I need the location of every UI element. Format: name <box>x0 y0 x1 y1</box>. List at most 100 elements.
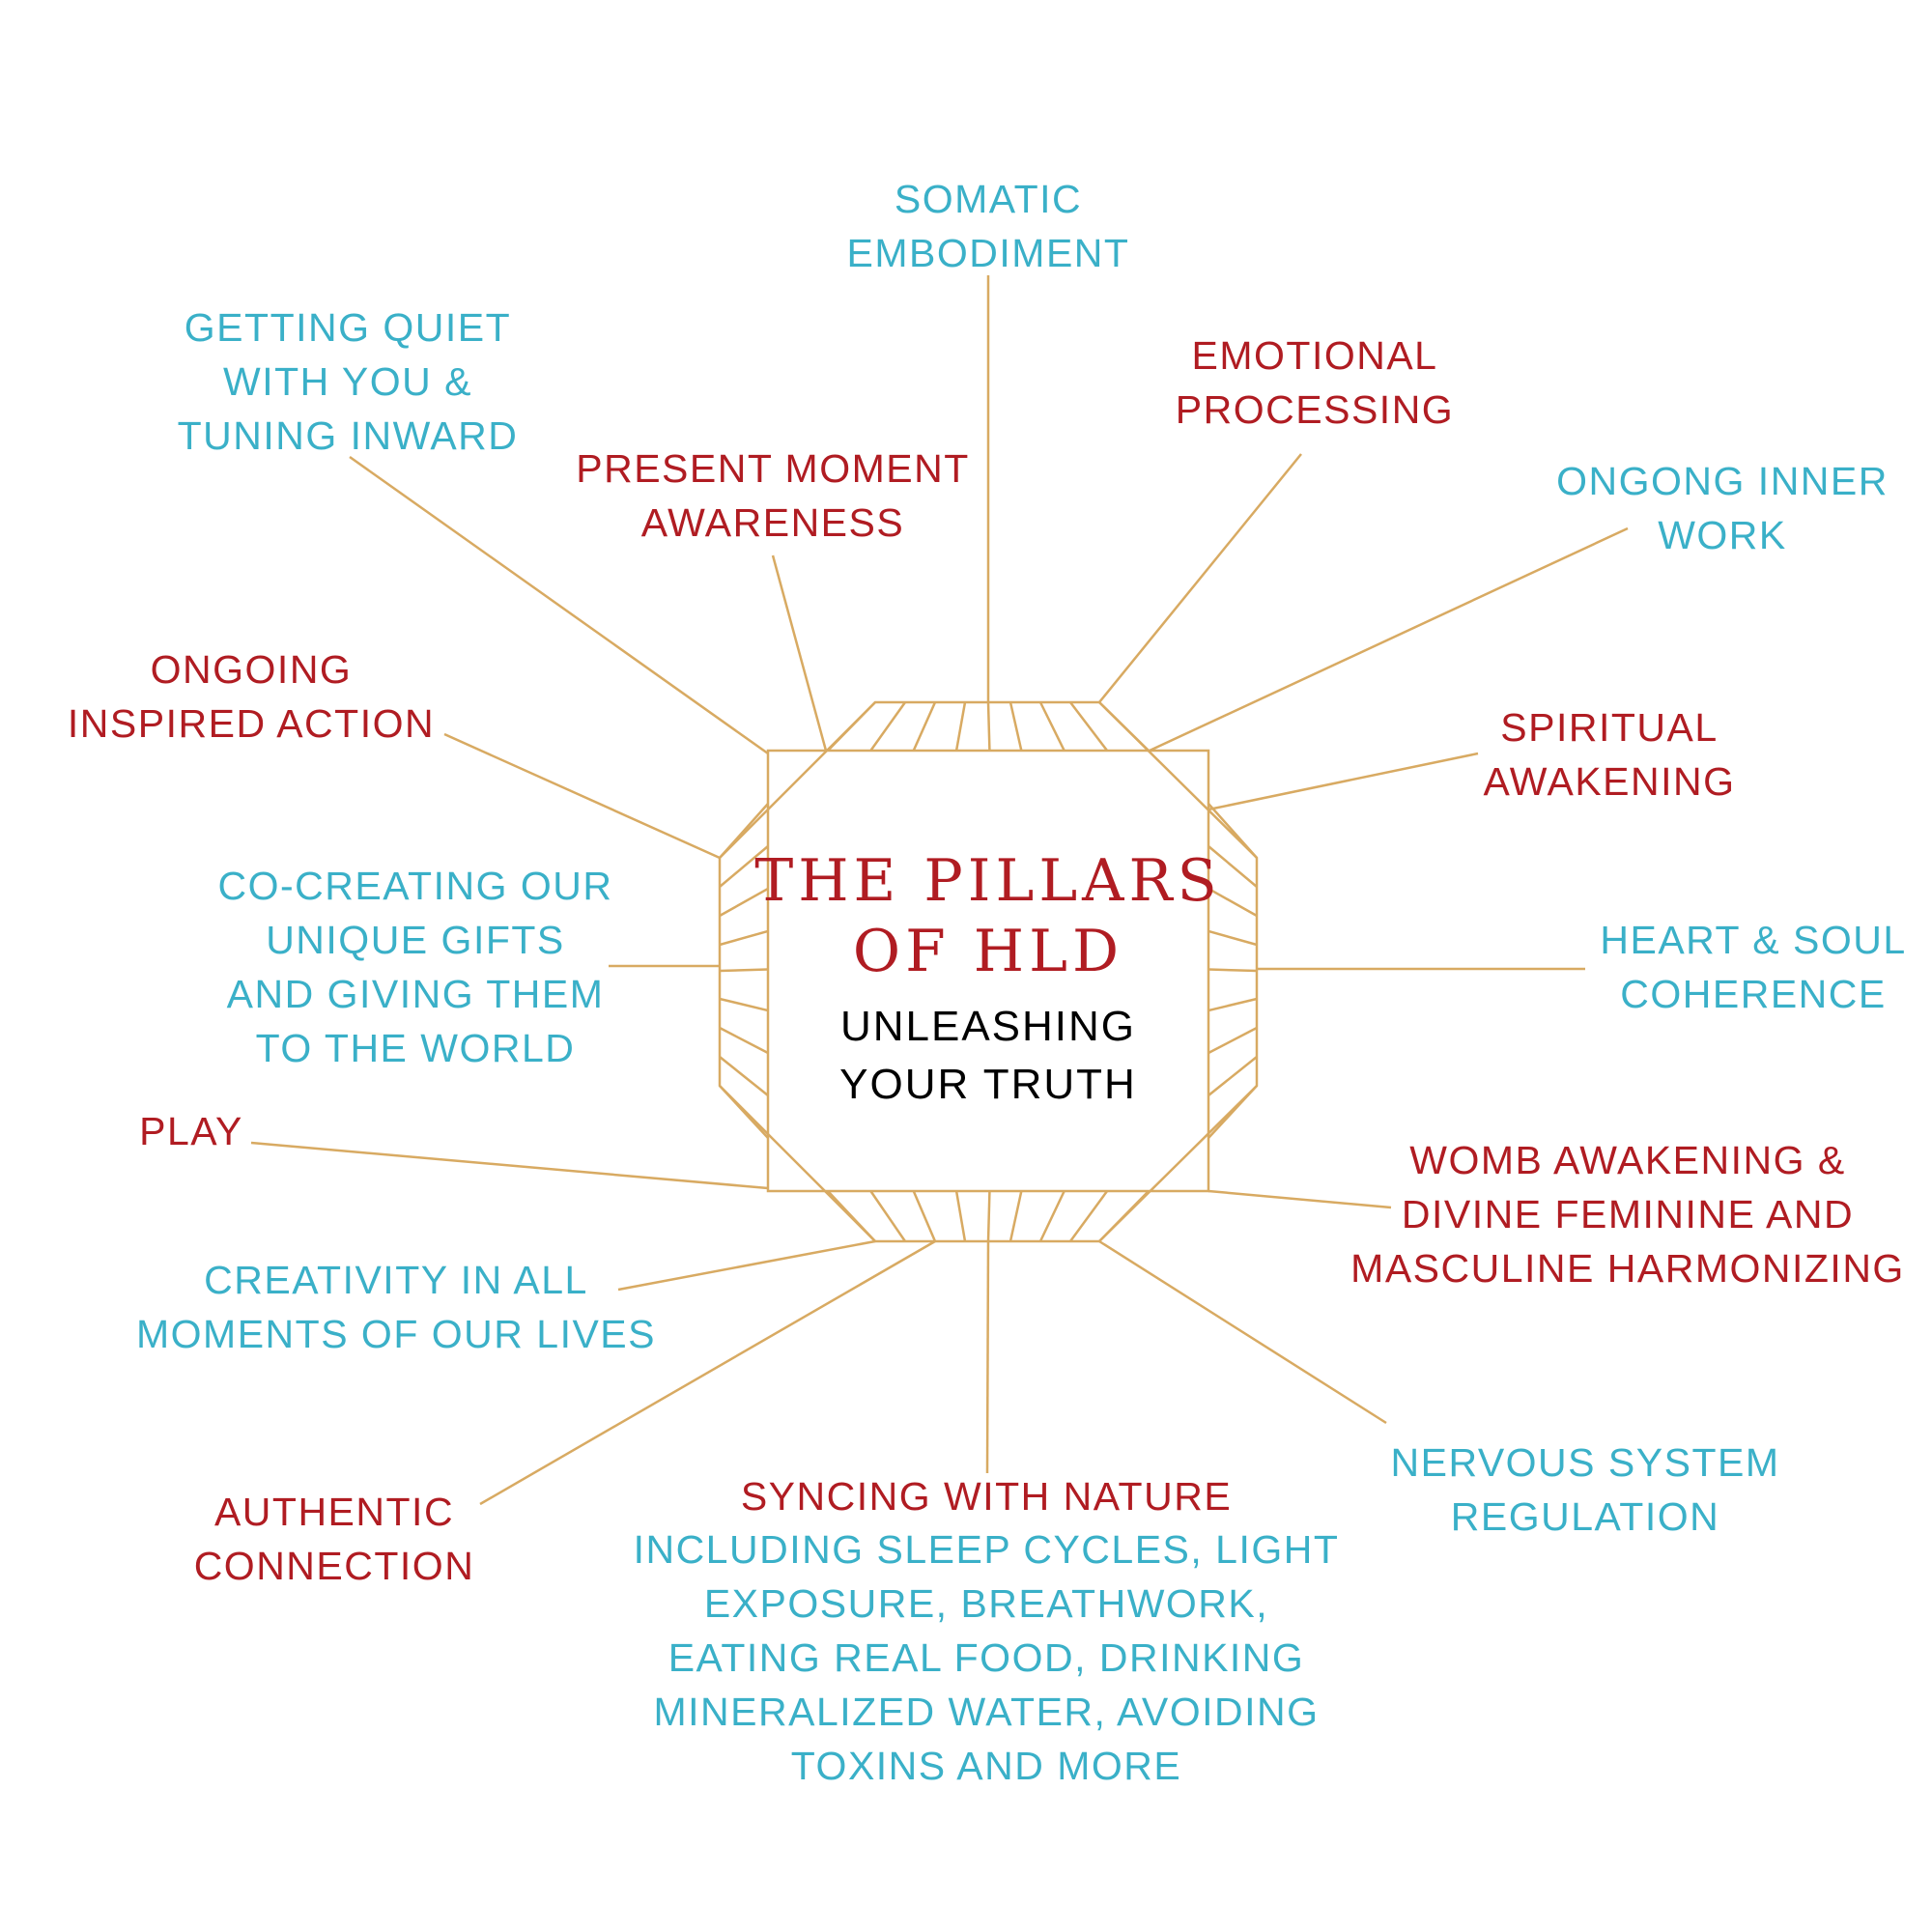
left-ray-3 <box>719 929 769 947</box>
right-ray-8 <box>1208 1085 1258 1139</box>
pillar-label-line: MOMENTS OF OUR LIVES <box>136 1312 656 1356</box>
pillar-label-line: HEART & SOUL <box>1600 918 1907 962</box>
pillar-label-emotional-processing: EMOTIONAL PROCESSING <box>1176 328 1454 437</box>
pillar-label-line: REGULATION <box>1450 1494 1720 1539</box>
top-ray-6 <box>1038 701 1065 752</box>
pillar-label-somatic-embodiment: SOMATIC EMBODIMENT <box>847 172 1130 280</box>
right-ray-3 <box>1208 929 1258 947</box>
pillar-label-line: UNIQUE GIFTS <box>266 918 565 962</box>
pillar-label-ongoing-inner-work: ONGONG INNER WORK <box>1556 454 1889 562</box>
pillar-label-getting-quiet: GETTING QUIET WITH YOU & TUNING INWARD <box>178 300 519 463</box>
pillar-label-line: WORK <box>1658 513 1787 557</box>
bottom-ray-3 <box>954 1190 967 1242</box>
pillar-label-line: EMBODIMENT <box>846 231 1130 275</box>
left-ray-0 <box>719 803 769 859</box>
left-ray-5 <box>719 997 769 1012</box>
diagram-subtitle-line1: UNLEASHING <box>839 1003 1137 1050</box>
pillar-label-line: TUNING INWARD <box>177 413 519 458</box>
connector-creativity <box>617 1239 876 1292</box>
connector-syncing-with-nature <box>985 1240 990 1474</box>
pillar-label-authentic-connection: AUTHENTIC CONNECTION <box>194 1485 475 1593</box>
connector-ongoing-inspired-action <box>443 732 721 860</box>
pillar-label-line: GETTING QUIET <box>184 305 512 350</box>
pillar-label-line: ONGONG INNER <box>1556 459 1889 503</box>
connector-ongoing-inner-work <box>1149 526 1629 753</box>
left-ray-4 <box>719 968 769 973</box>
pillar-label-line: DIVINE FEMININE AND <box>1401 1192 1855 1236</box>
right-ray-2 <box>1208 887 1258 918</box>
pillar-label-line: AND GIVING THEM <box>226 972 605 1016</box>
right-ray-4 <box>1208 968 1258 973</box>
pillar-label-line: NERVOUS SYSTEM <box>1390 1440 1780 1485</box>
pillar-label-nervous-system-regulation: NERVOUS SYSTEM REGULATION <box>1391 1435 1780 1544</box>
pillar-label-line: AUTHENTIC <box>213 1490 455 1534</box>
pillar-label-line: PROCESSING <box>1175 387 1455 432</box>
top-ray-3 <box>954 701 967 752</box>
diagram-subtitle-line2: YOUR TRUTH <box>839 1061 1137 1108</box>
diagram-title-line1: THE PILLARS <box>754 847 1222 915</box>
left-ray-2 <box>719 887 769 918</box>
bottom-ray-4 <box>986 1190 991 1242</box>
pillar-label-line: TOXINS AND MORE <box>790 1744 1182 1788</box>
pillar-label-line: MASCULINE HARMONIZING <box>1350 1246 1905 1291</box>
pillar-label-line: EXPOSURE, BREATHWORK, <box>703 1581 1269 1626</box>
pillar-label-heart-soul-coherence: HEART & SOUL COHERENCE <box>1600 913 1906 1021</box>
left-ray-7 <box>719 1056 769 1096</box>
bottom-ray-5 <box>1009 1190 1023 1242</box>
pillar-label-line: ONGOING <box>150 647 353 692</box>
bottom-ray-1 <box>869 1190 907 1242</box>
pillar-label-line: PLAY <box>139 1109 243 1153</box>
pillar-label-line: CONNECTION <box>193 1544 475 1588</box>
connector-play <box>250 1141 769 1190</box>
pillar-label-line: PRESENT MOMENT <box>576 446 970 491</box>
pillar-label-line: COHERENCE <box>1620 972 1887 1016</box>
pillar-label-line: INSPIRED ACTION <box>67 701 436 746</box>
bottom-ray-7 <box>1068 1190 1109 1242</box>
pillar-label-line: SOMATIC <box>894 177 1083 221</box>
pillar-label-present-moment-awareness: PRESENT MOMENT AWARENESS <box>576 441 970 550</box>
pillar-label-line: TO THE WORLD <box>255 1026 576 1070</box>
pillar-label-line: EMOTIONAL <box>1191 333 1438 378</box>
pillar-label-line: SPIRITUAL <box>1500 705 1719 750</box>
right-ray-7 <box>1208 1056 1258 1096</box>
bottom-ray-0 <box>827 1190 876 1242</box>
connector-nervous-system-regulation <box>1098 1239 1387 1425</box>
top-ray-1 <box>869 701 907 752</box>
pillar-label-line: CREATIVITY IN ALL <box>204 1258 588 1302</box>
pillar-label-line: AWARENESS <box>640 500 905 545</box>
pillar-label-womb-awakening: WOMB AWAKENING & DIVINE FEMININE AND MASCU… <box>1350 1133 1905 1295</box>
pillar-label-line: AWAKENING <box>1483 759 1736 804</box>
connector-present-moment-awareness <box>771 554 828 752</box>
pillar-label-line: MINERALIZED WATER, AVOIDING <box>653 1690 1320 1734</box>
right-ray-1 <box>1208 845 1258 888</box>
pillar-label-play: PLAY <box>139 1104 243 1158</box>
bottom-ray-8 <box>1098 1190 1150 1242</box>
top-ray-4 <box>986 701 991 752</box>
top-ray-7 <box>1069 701 1109 752</box>
pillar-label-line: EATING REAL FOOD, DRINKING <box>668 1635 1305 1680</box>
pillar-label-line: WOMB AWAKENING & <box>1409 1138 1846 1182</box>
connector-getting-quiet <box>349 455 769 755</box>
connector-emotional-processing <box>1098 453 1302 703</box>
bottom-ray-2 <box>912 1190 937 1242</box>
connector-authentic-connection <box>479 1239 936 1506</box>
pillar-label-ongoing-inspired-action: ONGOING INSPIRED ACTION <box>68 642 435 751</box>
left-ray-8 <box>719 1085 769 1139</box>
top-ray-0 <box>827 701 876 752</box>
pillar-label-line: INCLUDING SLEEP CYCLES, LIGHT <box>633 1527 1340 1572</box>
pillar-label-creativity: CREATIVITY IN ALL MOMENTS OF OUR LIVES <box>136 1253 656 1361</box>
pillar-label-line: WITH YOU & <box>223 359 472 404</box>
top-ray-5 <box>1009 701 1023 752</box>
pillar-label-spiritual-awakening: SPIRITUAL AWAKENING <box>1483 700 1735 809</box>
right-ray-0 <box>1208 803 1258 859</box>
pillar-label-syncing-with-nature-detail: INCLUDING SLEEP CYCLES, LIGHT EXPOSURE, B… <box>634 1522 1340 1793</box>
pillar-label-line: SYNCING WITH NATURE <box>740 1474 1233 1519</box>
top-ray-2 <box>912 701 937 752</box>
connector-spiritual-awakening <box>1208 752 1479 811</box>
connector-womb-awakening <box>1208 1189 1392 1209</box>
left-ray-1 <box>719 845 769 888</box>
diagram-title-line2: OF HLD <box>852 918 1124 985</box>
